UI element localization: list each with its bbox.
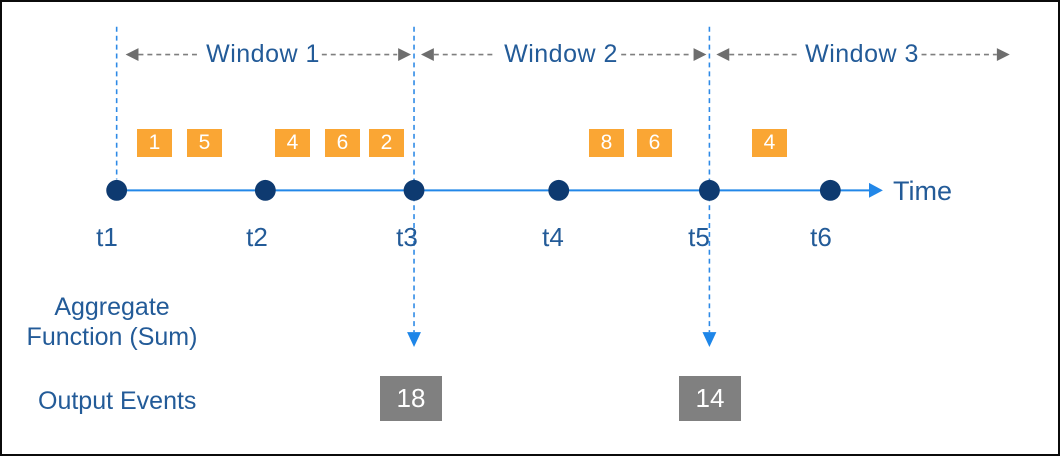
event-box: 2 xyxy=(369,129,404,157)
event-box: 6 xyxy=(325,129,360,157)
window-3-label: Window 3 xyxy=(805,40,919,68)
time-axis-label: Time xyxy=(893,176,952,206)
timeline-dot-t2 xyxy=(254,179,276,201)
arrow-right-icon xyxy=(996,48,1010,61)
output-arrow-down-t3-icon xyxy=(407,332,421,347)
timeline-arrow-right-icon xyxy=(869,182,883,198)
timeline-dot-t6 xyxy=(819,179,841,201)
aggregate-function-line2: Function (Sum) xyxy=(26,323,198,351)
window3-span-arrow xyxy=(716,48,1010,61)
aggregate-function-label: Aggregate Function (Sum) xyxy=(22,292,202,352)
arrow-right-icon xyxy=(693,48,707,61)
event-box: 6 xyxy=(637,129,672,157)
arrow-right-icon xyxy=(398,48,412,61)
timeline-dot-t3 xyxy=(403,179,425,201)
event-box: 1 xyxy=(137,129,172,157)
tick-label-t6: t6 xyxy=(810,222,832,252)
arrow-left-icon xyxy=(420,48,434,61)
event-box: 4 xyxy=(275,129,310,157)
timeline-dot-t4 xyxy=(548,179,570,201)
window-2-label: Window 2 xyxy=(504,40,618,68)
output-value-box-t5: 14 xyxy=(679,376,741,421)
timeline-dot-t5 xyxy=(699,179,720,201)
window1-span-arrow xyxy=(125,48,412,61)
output-events-label: Output Events xyxy=(38,387,197,415)
event-box: 4 xyxy=(752,129,787,157)
arrow-left-icon xyxy=(716,48,730,61)
tick-label-t1: t1 xyxy=(96,222,118,252)
tick-label-t5: t5 xyxy=(688,222,710,252)
timeline-dot-t1 xyxy=(106,179,128,201)
event-box: 8 xyxy=(589,129,624,157)
output-arrow-down-t5-icon xyxy=(702,332,717,347)
tick-label-t3: t3 xyxy=(396,222,418,252)
output-value-box-t3: 18 xyxy=(380,376,442,421)
window2-span-arrow xyxy=(420,48,707,61)
window-1-label: Window 1 xyxy=(206,40,320,68)
arrow-left-icon xyxy=(125,48,139,61)
tick-label-t4: t4 xyxy=(542,222,564,252)
tick-label-t2: t2 xyxy=(246,222,268,252)
aggregate-function-line1: Aggregate xyxy=(54,293,170,321)
event-box: 5 xyxy=(187,129,222,157)
